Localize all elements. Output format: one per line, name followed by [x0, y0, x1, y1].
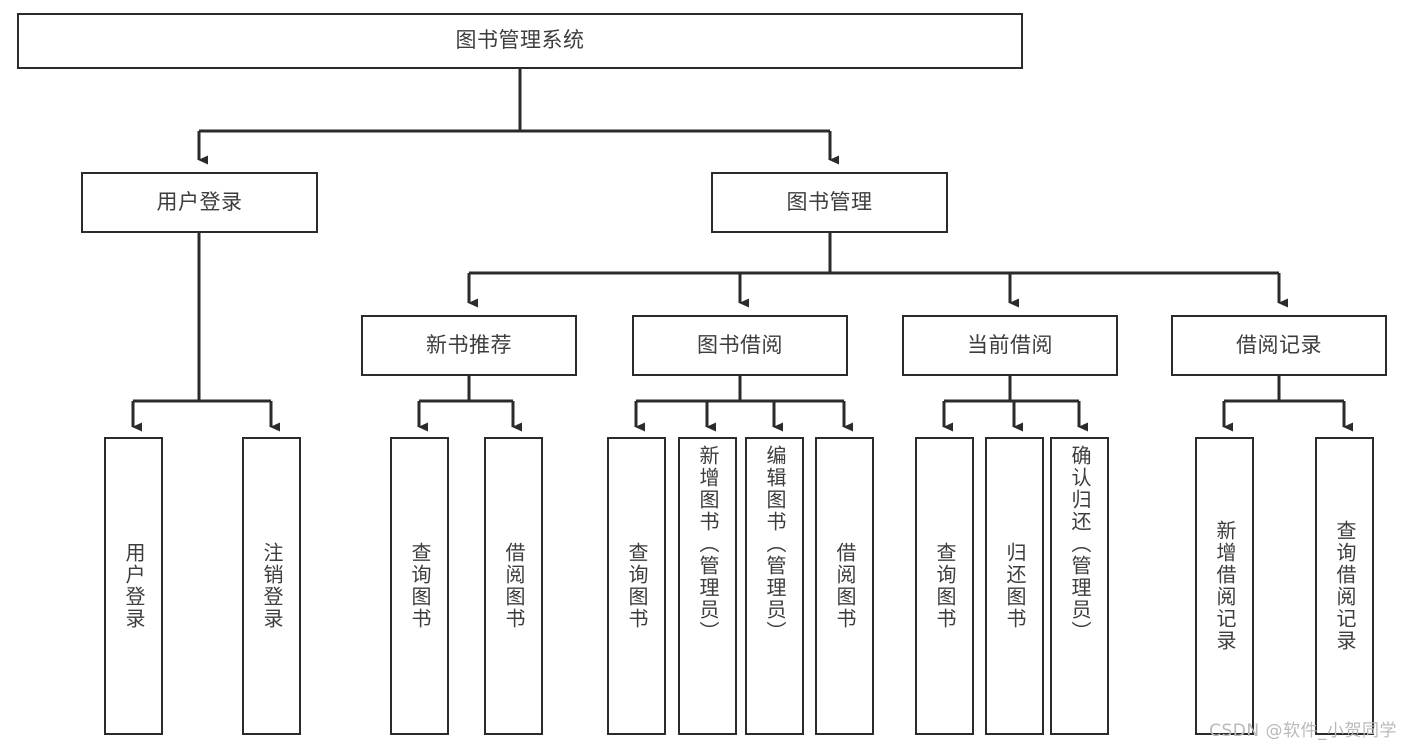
leaf-new-book-query[interactable]: 查询图书: [390, 437, 449, 735]
leaf-book-borrow-query[interactable]: 查询图书: [607, 437, 666, 735]
node-borrow-record-label: 借阅记录: [1236, 332, 1322, 357]
leaf-book-borrow-borrow[interactable]: 借阅图书: [815, 437, 874, 735]
leaf-borrow-record-add[interactable]: 新增借阅记录: [1195, 437, 1254, 735]
leaf-user-login-signin-label: 用户登录: [122, 542, 146, 630]
node-new-book-recommend[interactable]: 新书推荐: [361, 315, 577, 376]
leaf-borrow-record-add-label: 新增借阅记录: [1213, 520, 1237, 652]
leaf-user-login-signout-label: 注销登录: [260, 542, 284, 630]
leaf-current-borrow-confirm-return-label: 确认归还（管理员）: [1068, 445, 1092, 643]
leaf-book-borrow-add[interactable]: 新增图书（管理员）: [678, 437, 737, 735]
leaf-borrow-record-query-label: 查询借阅记录: [1333, 520, 1357, 652]
node-user-login[interactable]: 用户登录: [81, 172, 318, 233]
leaf-book-borrow-edit[interactable]: 编辑图书（管理员）: [745, 437, 804, 735]
leaf-book-borrow-query-label: 查询图书: [625, 542, 649, 630]
node-new-book-recommend-label: 新书推荐: [426, 332, 512, 357]
node-current-borrow[interactable]: 当前借阅: [902, 315, 1118, 376]
node-book-management[interactable]: 图书管理: [711, 172, 948, 233]
leaf-current-borrow-query-label: 查询图书: [933, 542, 957, 630]
leaf-borrow-record-query[interactable]: 查询借阅记录: [1315, 437, 1374, 735]
node-book-borrow[interactable]: 图书借阅: [632, 315, 848, 376]
leaf-book-borrow-edit-label: 编辑图书（管理员）: [763, 445, 787, 643]
node-book-borrow-label: 图书借阅: [697, 332, 783, 357]
leaf-new-book-borrow-label: 借阅图书: [502, 542, 526, 630]
leaf-book-borrow-borrow-label: 借阅图书: [833, 542, 857, 630]
watermark-text: CSDN @软件_小贺同学: [1209, 721, 1397, 741]
node-user-login-label: 用户登录: [156, 189, 243, 214]
leaf-current-borrow-return[interactable]: 归还图书: [985, 437, 1044, 735]
leaf-current-borrow-query[interactable]: 查询图书: [915, 437, 974, 735]
leaf-book-borrow-add-label: 新增图书（管理员）: [696, 445, 720, 643]
leaf-new-book-borrow[interactable]: 借阅图书: [484, 437, 543, 735]
node-root-label: 图书管理系统: [455, 28, 585, 53]
node-current-borrow-label: 当前借阅: [967, 332, 1053, 357]
leaf-new-book-query-label: 查询图书: [408, 542, 432, 630]
leaf-current-borrow-confirm-return[interactable]: 确认归还（管理员）: [1050, 437, 1109, 735]
node-book-management-label: 图书管理: [786, 189, 873, 214]
leaf-user-login-signin[interactable]: 用户登录: [104, 437, 163, 735]
node-root[interactable]: 图书管理系统: [17, 13, 1023, 69]
node-borrow-record[interactable]: 借阅记录: [1171, 315, 1387, 376]
leaf-user-login-signout[interactable]: 注销登录: [242, 437, 301, 735]
leaf-current-borrow-return-label: 归还图书: [1003, 542, 1027, 630]
